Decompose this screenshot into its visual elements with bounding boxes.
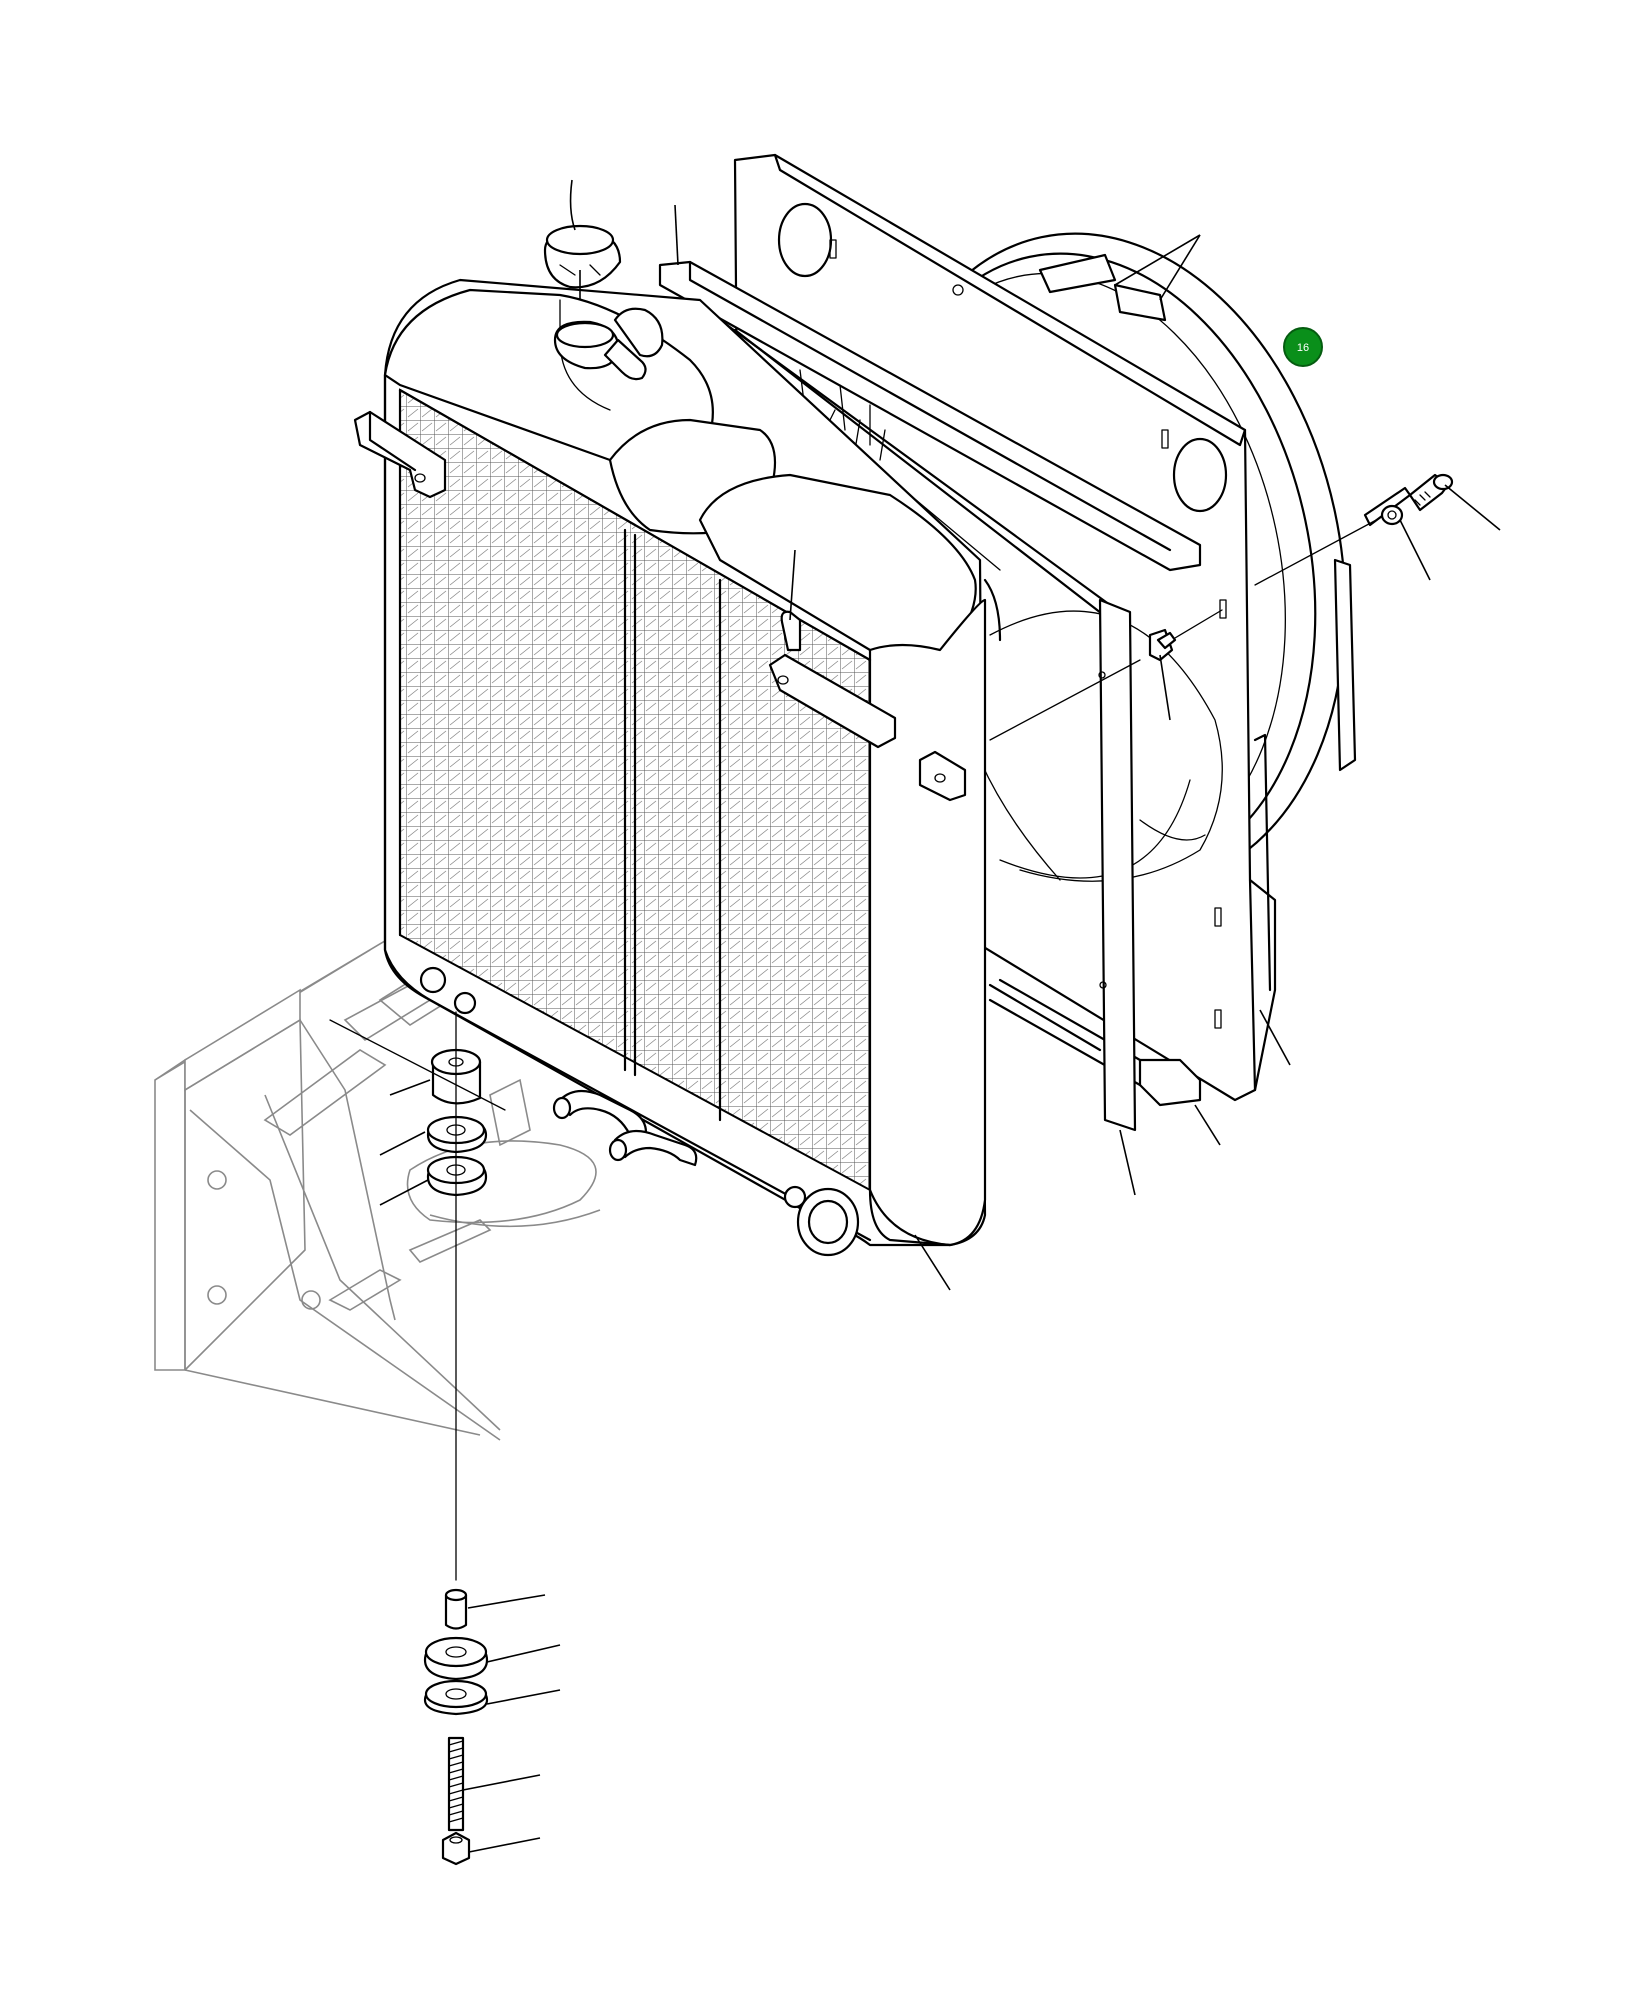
isolator-lower xyxy=(423,1588,489,1716)
mounting-nut xyxy=(441,1831,471,1866)
radiator-core xyxy=(383,278,1002,1247)
callout-number: 16 xyxy=(1297,342,1309,354)
leader-lines xyxy=(379,179,1501,1853)
retaining-clip xyxy=(1148,628,1177,662)
radiator-cap xyxy=(543,224,622,289)
callout-badge[interactable] xyxy=(1283,327,1323,367)
isolator-upper xyxy=(426,1048,488,1197)
drain-plugs xyxy=(419,966,860,1257)
channel-strips xyxy=(658,260,1202,1107)
filler-neck xyxy=(553,307,664,381)
side-bolt xyxy=(1363,473,1454,527)
mounting-bolt xyxy=(447,1736,465,1832)
hoses xyxy=(552,1089,698,1167)
mounting-bracket xyxy=(353,410,967,802)
callout-16[interactable]: 16 xyxy=(1283,327,1323,367)
chassis-frame xyxy=(154,934,601,1441)
assembly-lines xyxy=(329,517,1381,1111)
side-washer xyxy=(1380,504,1404,526)
